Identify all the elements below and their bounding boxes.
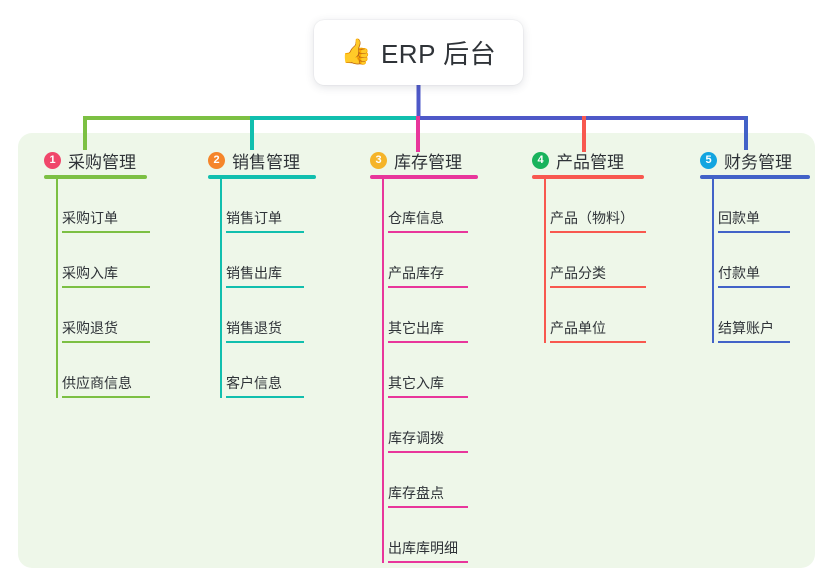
branch-header-rule: [700, 175, 810, 179]
branch-item-rule: [718, 286, 790, 288]
branch-item-label: 产品分类: [550, 265, 606, 281]
branch-number-badge: 3: [370, 152, 387, 169]
branch-item[interactable]: 供应商信息: [62, 368, 150, 398]
root-node-title: ERP 后台: [380, 39, 497, 69]
branch-item-label: 库存盘点: [388, 485, 444, 501]
branch-item[interactable]: 产品库存: [388, 258, 468, 288]
branch-item-rule: [388, 231, 468, 233]
branch-item-label: 销售退货: [226, 320, 282, 336]
branch-number-badge: 2: [208, 152, 225, 169]
branch-item-rule: [62, 286, 150, 288]
branch-header-rule: [44, 175, 147, 179]
branch-item[interactable]: 销售订单: [226, 203, 304, 233]
branch-item-rule: [718, 231, 790, 233]
branch-item-rule: [388, 396, 468, 398]
branch-header[interactable]: 3 库存管理: [370, 148, 462, 173]
branch-item-label: 供应商信息: [62, 375, 132, 391]
branch-item[interactable]: 采购退货: [62, 313, 150, 343]
branch-item[interactable]: 库存调拨: [388, 423, 468, 453]
branch-item-label: 产品库存: [388, 265, 444, 281]
branch-item[interactable]: 产品（物料）: [550, 203, 646, 233]
branch-item-rule: [62, 231, 150, 233]
branch-item-label: 付款单: [718, 265, 760, 281]
branch-item[interactable]: 销售出库: [226, 258, 304, 288]
branch-item-label: 客户信息: [226, 375, 282, 391]
branch-item-rule: [226, 341, 304, 343]
branch-header[interactable]: 1 采购管理: [44, 148, 136, 173]
branch-item-rule: [226, 396, 304, 398]
branch-item-label: 产品（物料）: [550, 210, 634, 226]
branch-item-label: 采购退货: [62, 320, 118, 336]
branch-item[interactable]: 结算账户: [718, 313, 790, 343]
branch-item[interactable]: 库存盘点: [388, 478, 468, 508]
branch-title: 库存管理: [394, 153, 462, 172]
branch-header-rule: [370, 175, 478, 179]
branch-spine: [56, 177, 58, 398]
branch-item[interactable]: 销售退货: [226, 313, 304, 343]
branch-item-label: 出库库明细: [388, 540, 458, 556]
branch-spine: [382, 177, 384, 563]
branch-header[interactable]: 5 财务管理: [700, 148, 792, 173]
branch-item[interactable]: 产品单位: [550, 313, 646, 343]
branch-item-label: 库存调拨: [388, 430, 444, 446]
branch-header[interactable]: 2 销售管理: [208, 148, 300, 173]
branch-item-rule: [388, 286, 468, 288]
branch-item-rule: [388, 341, 468, 343]
branch-item-rule: [226, 286, 304, 288]
branch-item[interactable]: 回款单: [718, 203, 790, 233]
branch-item[interactable]: 其它入库: [388, 368, 468, 398]
branch-number-badge: 1: [44, 152, 61, 169]
branch-item-label: 结算账户: [718, 320, 774, 336]
branch-item-rule: [388, 451, 468, 453]
branch-title: 销售管理: [232, 153, 300, 172]
branch-item-rule: [388, 561, 468, 563]
branch-item-rule: [718, 341, 790, 343]
branch-item-rule: [62, 341, 150, 343]
branch-item[interactable]: 产品分类: [550, 258, 646, 288]
branch-item-label: 产品单位: [550, 320, 606, 336]
branch-item[interactable]: 采购入库: [62, 258, 150, 288]
root-node-card[interactable]: 👍 ERP 后台: [314, 20, 523, 85]
branch-header-rule: [532, 175, 644, 179]
branch-number-badge: 4: [532, 152, 549, 169]
branch-item-label: 其它出库: [388, 320, 444, 336]
branch-header[interactable]: 4 产品管理: [532, 148, 624, 173]
branch-header-rule: [208, 175, 316, 179]
diagram-panel: [18, 133, 815, 568]
branch-title: 财务管理: [724, 153, 792, 172]
branch-item[interactable]: 付款单: [718, 258, 790, 288]
branch-item-label: 采购入库: [62, 265, 118, 281]
branch-item-label: 采购订单: [62, 210, 118, 226]
branch-item-label: 仓库信息: [388, 210, 444, 226]
branch-item-rule: [62, 396, 150, 398]
branch-title: 采购管理: [68, 153, 136, 172]
branch-item-label: 销售出库: [226, 265, 282, 281]
branch-item[interactable]: 客户信息: [226, 368, 304, 398]
branch-item[interactable]: 出库库明细: [388, 533, 468, 563]
branch-title: 产品管理: [556, 153, 624, 172]
branch-item-rule: [226, 231, 304, 233]
branch-item-rule: [550, 286, 646, 288]
branch-item-label: 销售订单: [226, 210, 282, 226]
branch-spine: [712, 177, 714, 343]
branch-item[interactable]: 其它出库: [388, 313, 468, 343]
branch-item-rule: [550, 341, 646, 343]
branch-spine: [220, 177, 222, 398]
branch-spine: [544, 177, 546, 343]
branch-item-label: 回款单: [718, 210, 760, 226]
branch-item[interactable]: 仓库信息: [388, 203, 468, 233]
branch-item-rule: [550, 231, 646, 233]
branch-item[interactable]: 采购订单: [62, 203, 150, 233]
branch-item-rule: [388, 506, 468, 508]
branch-number-badge: 5: [700, 152, 717, 169]
thumbs-up-icon: 👍: [340, 38, 372, 66]
branch-item-label: 其它入库: [388, 375, 444, 391]
